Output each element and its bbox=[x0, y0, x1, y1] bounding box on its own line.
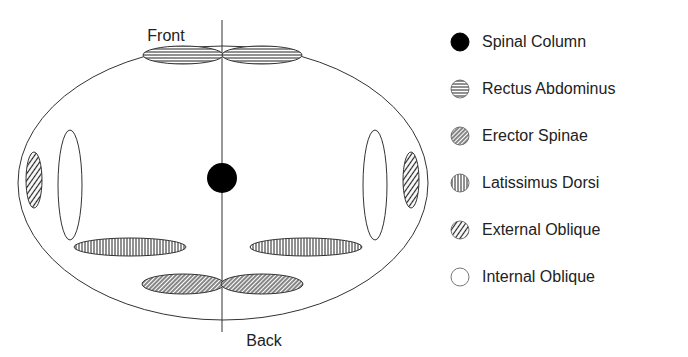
rectus-abdominus-sample bbox=[448, 77, 472, 101]
legend-swatch-shape bbox=[451, 174, 469, 192]
rectus-abdominus bbox=[222, 46, 302, 64]
erector-spinae-sample bbox=[448, 124, 472, 148]
legend-text: Internal Oblique bbox=[482, 267, 595, 287]
latissimus-dorsi bbox=[74, 238, 186, 256]
legend-swatch-shape bbox=[451, 80, 469, 98]
legend-text: Spinal Column bbox=[482, 32, 586, 52]
front-label: Front bbox=[147, 26, 184, 46]
legend-swatch-shape bbox=[451, 33, 469, 51]
rectus-abdominus bbox=[143, 46, 223, 64]
internal-oblique bbox=[58, 130, 82, 240]
legend-text: Latissimus Dorsi bbox=[482, 173, 599, 193]
internal-oblique-sample bbox=[448, 265, 472, 289]
legend-text: Rectus Abdominus bbox=[482, 79, 615, 99]
erector-spinae bbox=[221, 274, 303, 294]
spinal-column bbox=[207, 163, 237, 193]
erector-spinae bbox=[142, 274, 224, 294]
external-oblique bbox=[403, 152, 419, 208]
body-outline bbox=[18, 46, 428, 320]
legend-swatch-shape bbox=[451, 221, 469, 239]
legend-swatch-shape bbox=[451, 268, 469, 286]
internal-oblique bbox=[363, 130, 387, 240]
legend-text: External Oblique bbox=[482, 220, 600, 240]
latissimus-dorsi-sample bbox=[448, 171, 472, 195]
spinal-column-sample bbox=[448, 30, 472, 54]
external-oblique-sample bbox=[448, 218, 472, 242]
latissimus-dorsi bbox=[250, 238, 362, 256]
legend-swatch-shape bbox=[451, 127, 469, 145]
external-oblique bbox=[26, 152, 42, 208]
back-label: Back bbox=[246, 331, 282, 351]
legend-text: Erector Spinae bbox=[482, 126, 588, 146]
